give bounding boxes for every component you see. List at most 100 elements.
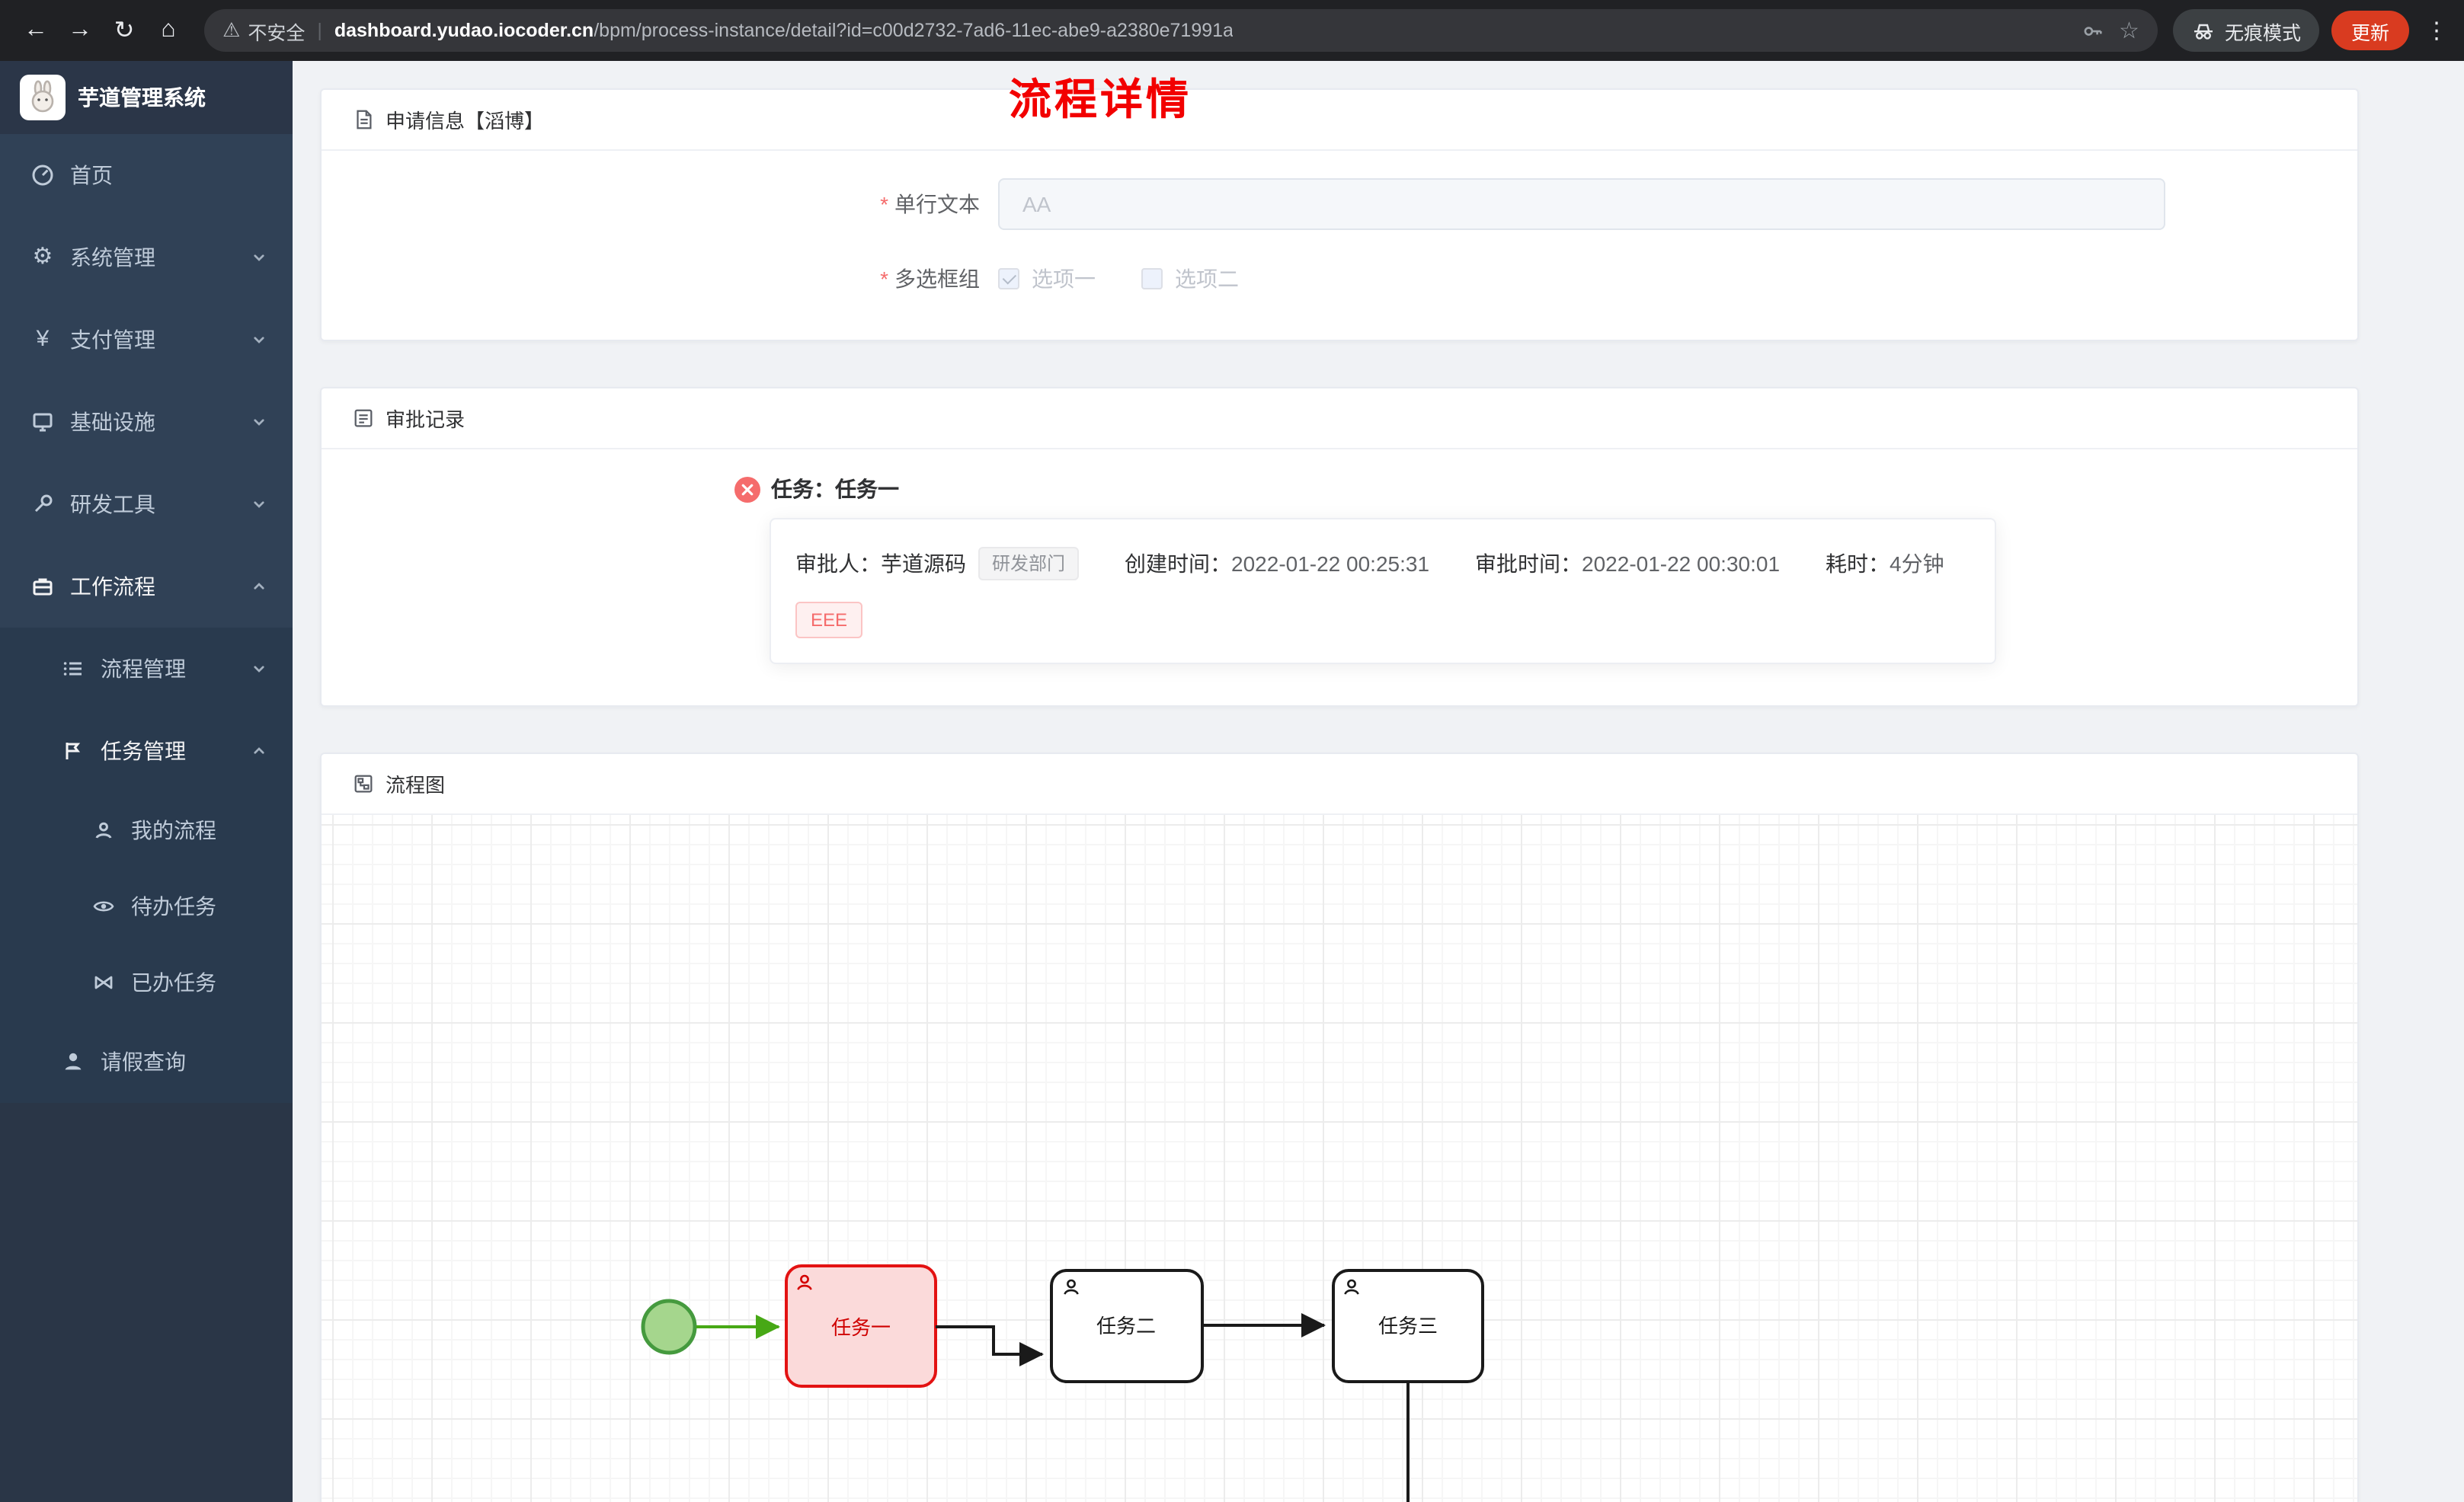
process-diagram-card: 流程图 任务一 bbox=[320, 753, 2359, 1502]
app-logo-bar: 芋道管理系统 bbox=[0, 61, 293, 134]
leave-user-icon bbox=[61, 1050, 85, 1074]
process-diagram-card-title: 流程图 bbox=[386, 774, 446, 797]
sidebar-item-process-management[interactable]: 流程管理 bbox=[0, 628, 293, 710]
infrastructure-icon bbox=[30, 410, 55, 434]
sidebar-item-my-process[interactable]: 我的流程 bbox=[0, 792, 293, 868]
update-button[interactable]: 更新 bbox=[2331, 11, 2409, 50]
single-line-text-label: 单行文本 bbox=[843, 189, 980, 219]
duration-value: 4分钟 bbox=[1890, 551, 1944, 576]
reject-reason-tag: EEE bbox=[795, 602, 863, 638]
bpmn-diagram[interactable]: 任务一 任务二 任务三 bbox=[322, 815, 2357, 1502]
apply-info-card: 申请信息【滔博】 单行文本 多选框组 选项一 选项二 bbox=[320, 88, 2359, 341]
approval-records-card-title: 审批记录 bbox=[386, 408, 466, 431]
apply-info-form: 单行文本 多选框组 选项一 选项二 bbox=[322, 151, 2357, 340]
approval-records-card-header: 审批记录 bbox=[322, 388, 2357, 449]
bpmn-task-3-label: 任务三 bbox=[1378, 1315, 1438, 1337]
diagram-icon bbox=[352, 772, 375, 795]
approver-label: 审批人： bbox=[795, 551, 881, 576]
devtools-icon bbox=[30, 492, 55, 516]
chevron-down-icon bbox=[250, 248, 268, 267]
home-icon[interactable]: ⌂ bbox=[161, 17, 176, 43]
key-icon[interactable] bbox=[2081, 19, 2104, 42]
form-icon bbox=[352, 407, 375, 430]
checkbox-option-1-label: 选项一 bbox=[1032, 267, 1096, 291]
sidebar-item-task-management[interactable]: 任务管理 bbox=[0, 710, 293, 792]
chevron-up-icon bbox=[250, 742, 268, 760]
gear-icon: ⚙ bbox=[32, 244, 53, 270]
done-task-icon bbox=[91, 970, 116, 995]
bpmn-grid-canvas[interactable] bbox=[322, 815, 2357, 1502]
sidebar-background bbox=[0, 1103, 293, 1502]
document-icon bbox=[352, 108, 375, 131]
incognito-icon bbox=[2191, 18, 2216, 43]
checkbox-group-label: 多选框组 bbox=[843, 264, 980, 294]
browser-menu-icon[interactable]: ⋮ bbox=[2425, 18, 2448, 44]
audit-time-label: 审批时间： bbox=[1475, 551, 1582, 576]
bpmn-task-2-label: 任务二 bbox=[1096, 1315, 1156, 1337]
approval-records-card: 审批记录 任务：任务一 审批人： 芋道源码 研发部门 bbox=[320, 387, 2359, 707]
address-bar[interactable]: ⚠ 不安全 | dashboard.yudao.iocoder.cn /bpm/… bbox=[204, 9, 2158, 52]
single-line-text-row: 单行文本 bbox=[843, 178, 2357, 230]
bpmn-task-3[interactable]: 任务三 bbox=[1332, 1269, 1484, 1383]
chevron-down-icon bbox=[250, 495, 268, 513]
create-time-label: 创建时间： bbox=[1125, 551, 1232, 576]
checkbox-option-2-label: 选项二 bbox=[1175, 267, 1239, 291]
browser-toolbar: ← → ↻ ⌂ ⚠ 不安全 | dashboard.yudao.iocoder.… bbox=[0, 0, 2464, 61]
sidebar-item-done-tasks[interactable]: 已办任务 bbox=[0, 944, 293, 1021]
sidebar-item-workflow[interactable]: 工作流程 bbox=[0, 545, 293, 628]
refresh-icon[interactable]: ↻ bbox=[114, 18, 135, 44]
main-content: 流程详情 申请信息【滔博】 单行文本 多选框组 选 bbox=[293, 61, 2464, 1502]
url-separator: | bbox=[317, 20, 322, 41]
my-process-icon bbox=[91, 818, 116, 842]
approver-name: 芋道源码 bbox=[881, 551, 966, 576]
sidebar-menu: 首页 ⚙ 系统管理 ¥ 支付管理 基础设施 bbox=[0, 134, 293, 1103]
sidebar-item-home[interactable]: 首页 bbox=[0, 134, 293, 216]
url-domain: dashboard.yudao.iocoder.cn bbox=[334, 20, 594, 41]
bookmark-star-icon[interactable]: ☆ bbox=[2119, 18, 2139, 44]
dashboard-icon bbox=[30, 163, 55, 187]
approval-record-meta: 审批人： 芋道源码 研发部门 创建时间： 2022-01-22 00:25:31… bbox=[795, 547, 1970, 580]
task-title-line: 任务：任务一 bbox=[734, 474, 2357, 504]
task-management-icon bbox=[61, 739, 85, 763]
process-diagram-card-header: 流程图 bbox=[322, 754, 2357, 815]
sidebar-item-todo-tasks[interactable]: 待办任务 bbox=[0, 868, 293, 944]
sidebar-item-leave-query[interactable]: 请假查询 bbox=[0, 1021, 293, 1103]
checkbox-group: 选项一 选项二 bbox=[998, 264, 1285, 294]
checkbox-option-2[interactable] bbox=[1141, 268, 1163, 289]
back-icon[interactable]: ← bbox=[24, 17, 48, 43]
bpmn-task-2[interactable]: 任务二 bbox=[1050, 1269, 1204, 1383]
workflow-icon bbox=[30, 574, 55, 599]
bpmn-flow-task1-to-task2 bbox=[936, 1325, 1044, 1366]
approval-records-body: 任务：任务一 审批人： 芋道源码 研发部门 创建时间： 2022-01-22 0 bbox=[322, 449, 2357, 705]
apply-info-card-header: 申请信息【滔博】 bbox=[322, 90, 2357, 151]
url-path: /bpm/process-instance/detail?id=c00d2732… bbox=[594, 20, 1234, 41]
todo-eye-icon bbox=[91, 894, 116, 919]
apply-info-card-title: 申请信息【滔博】 bbox=[386, 110, 545, 133]
sidebar-item-payment[interactable]: ¥ 支付管理 bbox=[0, 299, 293, 381]
bpmn-start-event[interactable] bbox=[641, 1299, 697, 1355]
audit-time-value: 2022-01-22 00:30:01 bbox=[1582, 551, 1781, 576]
sidebar-item-devtools[interactable]: 研发工具 bbox=[0, 463, 293, 545]
duration-label: 耗时： bbox=[1826, 551, 1890, 576]
bpmn-viewer[interactable]: 任务一 任务二 任务三 bbox=[322, 815, 2357, 1502]
single-line-text-input[interactable] bbox=[998, 178, 2165, 230]
chevron-up-icon bbox=[250, 577, 268, 596]
yen-icon: ¥ bbox=[36, 326, 50, 352]
rabbit-logo-icon bbox=[24, 79, 61, 116]
sidebar-item-system[interactable]: ⚙ 系统管理 bbox=[0, 216, 293, 299]
task-title: 任务：任务一 bbox=[771, 477, 899, 501]
sidebar: 芋道管理系统 首页 ⚙ 系统管理 ¥ 支付管理 bbox=[0, 61, 293, 1502]
security-label[interactable]: 不安全 bbox=[248, 22, 306, 43]
checkbox-group-row: 多选框组 选项一 选项二 bbox=[843, 264, 2357, 294]
bpmn-task-1[interactable]: 任务一 bbox=[785, 1264, 937, 1388]
forward-icon[interactable]: → bbox=[68, 17, 92, 43]
error-icon bbox=[734, 476, 760, 502]
app-title: 芋道管理系统 bbox=[78, 85, 206, 110]
chevron-down-icon bbox=[250, 331, 268, 349]
chevron-down-icon bbox=[250, 660, 268, 678]
dept-tag: 研发部门 bbox=[978, 547, 1080, 580]
sidebar-item-infrastructure[interactable]: 基础设施 bbox=[0, 381, 293, 463]
incognito-badge: 无痕模式 bbox=[2172, 9, 2319, 52]
checkbox-option-1[interactable] bbox=[998, 268, 1019, 289]
